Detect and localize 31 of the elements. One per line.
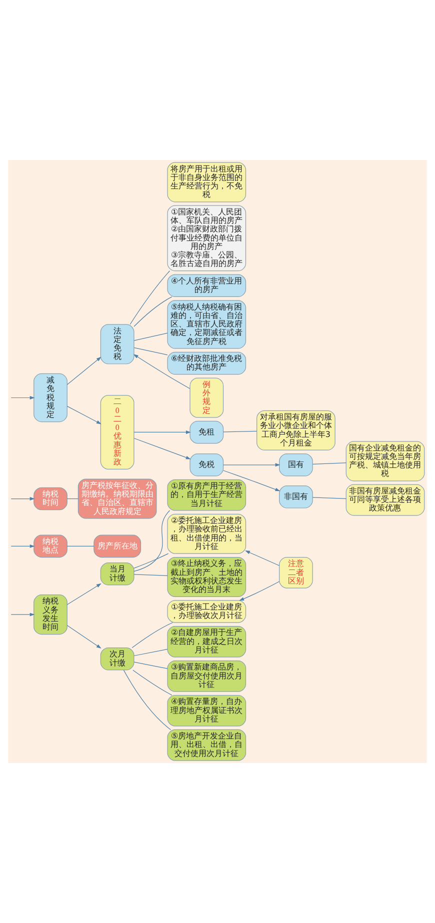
arrow [10,612,35,616]
connector [134,553,169,568]
arrow [134,430,191,434]
arrow [10,396,35,400]
connector [123,670,172,730]
arrow [66,406,102,424]
connector [134,347,168,356]
connector [134,332,168,341]
connector [132,670,172,696]
arrow [66,356,102,385]
connector [130,270,170,325]
arrow [239,581,280,601]
connector [223,430,258,432]
arrow [134,438,191,460]
connector [134,662,168,669]
arrow [223,463,280,467]
connector [312,462,346,465]
arrow [10,497,35,500]
arrow [66,625,102,649]
connector [134,648,168,656]
connector [134,510,170,572]
connector [66,498,78,500]
arrow [245,550,280,566]
connector [134,296,172,327]
arrow [66,583,102,605]
arrow [223,470,280,492]
arrow [133,354,190,389]
connector [134,574,168,576]
connector [132,622,173,648]
arrow [10,544,35,548]
connector [312,497,346,499]
